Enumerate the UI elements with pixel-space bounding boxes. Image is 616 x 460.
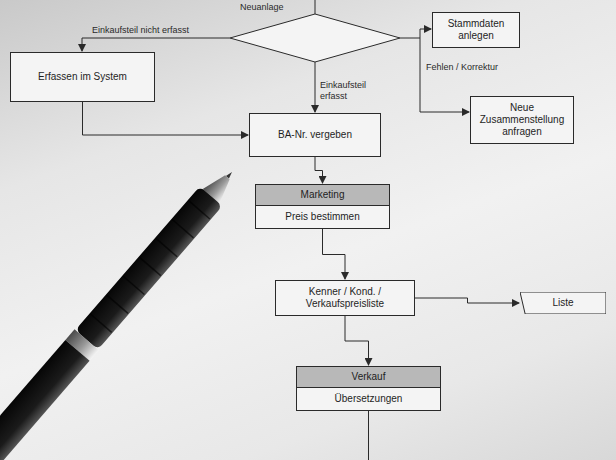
box-text: BA-Nr. vergeben <box>250 114 380 146</box>
continuation-line <box>368 411 369 460</box>
branch-line <box>400 29 431 38</box>
department-box: VerkaufÜbersetzungen <box>296 366 441 411</box>
department-heading: Verkauf <box>297 367 440 388</box>
box-text: Kenner / Kond. / Verkaufspreisliste <box>276 281 414 315</box>
process-box: Erfassen im System <box>10 52 155 102</box>
department-box: MarketingPreis bestimmen <box>255 184 390 229</box>
process-box: Neue Zusammenstellung anfragen <box>470 96 574 144</box>
branch-label: Neuanlage <box>240 2 284 13</box>
branch-label: Einkaufsteil nicht erfasst <box>92 25 189 36</box>
box-text: Übersetzungen <box>297 388 440 410</box>
box-text: Liste <box>520 292 606 314</box>
pen-illustration <box>0 162 244 460</box>
branch-line <box>315 62 316 112</box>
box-text: Erfassen im System <box>11 53 154 88</box>
box-text: Neue Zusammenstellung anfragen <box>471 97 573 143</box>
flow-connector <box>345 316 369 365</box>
branch-line <box>420 38 469 112</box>
flow-connector <box>415 298 519 303</box>
process-box: Stammdaten anlegen <box>432 12 520 48</box>
document-box: Liste <box>520 292 606 314</box>
decision-diamond <box>230 14 400 62</box>
box-text: Stammdaten anlegen <box>433 13 519 47</box>
flow-connector <box>323 229 346 279</box>
branch-label: Einkaufsteil erfasst <box>320 80 382 102</box>
process-box: Kenner / Kond. / Verkaufspreisliste <box>275 280 415 316</box>
department-heading: Marketing <box>256 185 389 206</box>
branch-label: Fehlen / Korrektur <box>426 62 498 73</box>
flow-connector <box>315 157 323 183</box>
process-box: BA-Nr. vergeben <box>249 113 381 157</box>
branch-line <box>82 38 230 51</box>
box-text: Preis bestimmen <box>256 206 389 228</box>
incoming-line <box>315 0 316 14</box>
flow-connector <box>83 102 249 135</box>
